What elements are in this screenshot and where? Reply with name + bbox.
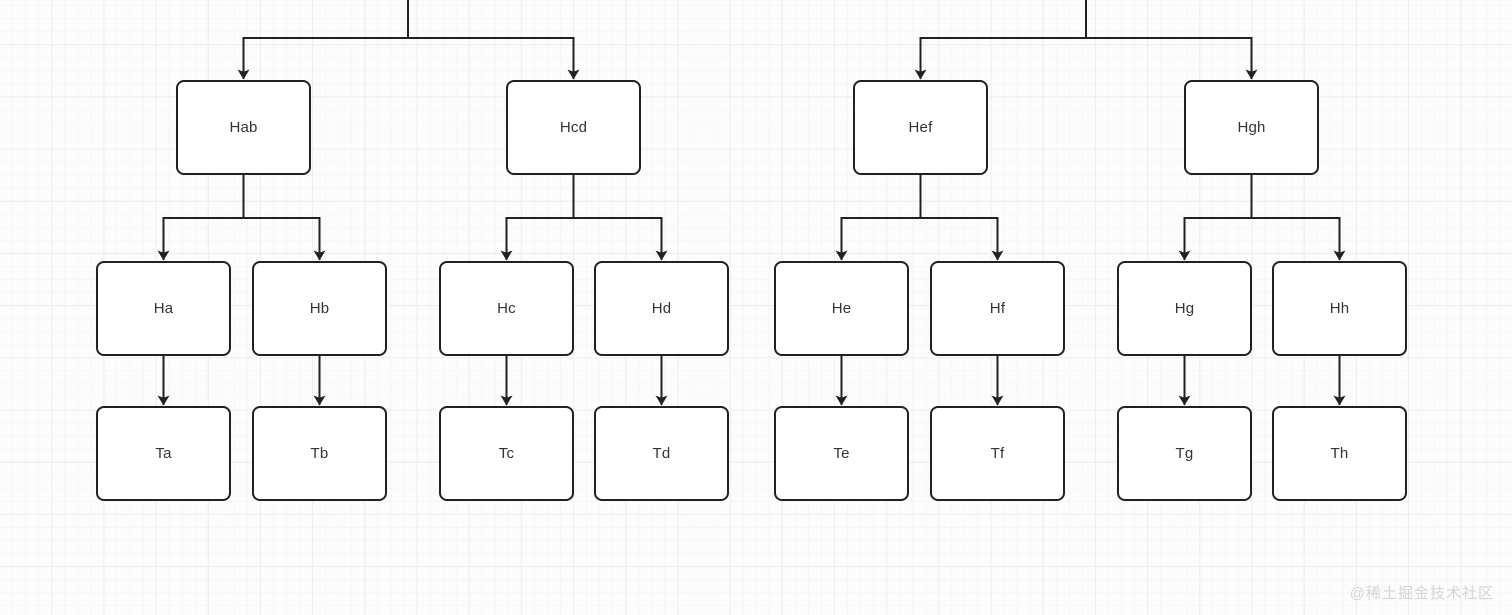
edge-hgh-to-hh: [1250, 175, 1346, 261]
edge-root-right-to-hgh: [1085, 0, 1258, 80]
node-label: Tb: [310, 445, 329, 462]
edge-hcd-to-hc: [500, 175, 575, 261]
node-label: Hcd: [559, 119, 588, 136]
node-label: Ha: [153, 300, 174, 317]
edge-root-left-to-hab: [237, 0, 409, 80]
node-he[interactable]: He: [774, 261, 909, 356]
edge-hef-to-he: [835, 175, 922, 261]
node-hc[interactable]: Hc: [439, 261, 574, 356]
node-ta[interactable]: Ta: [96, 406, 231, 501]
node-hef[interactable]: Hef: [853, 80, 988, 175]
node-td[interactable]: Td: [594, 406, 729, 501]
node-hgh[interactable]: Hgh: [1184, 80, 1319, 175]
node-hf[interactable]: Hf: [930, 261, 1065, 356]
watermark: @稀土掘金技术社区: [1349, 585, 1494, 602]
node-label: Th: [1330, 445, 1349, 462]
node-label: Hf: [989, 300, 1006, 317]
node-label: Te: [833, 445, 850, 462]
node-label: Hd: [651, 300, 672, 317]
node-label: He: [831, 300, 852, 317]
edge-root-left-to-hcd: [407, 0, 580, 80]
node-hab[interactable]: Hab: [176, 80, 311, 175]
node-hd[interactable]: Hd: [594, 261, 729, 356]
node-ha[interactable]: Ha: [96, 261, 231, 356]
edge-hab-to-ha: [157, 175, 245, 261]
node-label: Hh: [1329, 300, 1350, 317]
node-te[interactable]: Te: [774, 406, 909, 501]
node-label: Hgh: [1237, 119, 1266, 136]
node-hb[interactable]: Hb: [252, 261, 387, 356]
node-hh[interactable]: Hh: [1272, 261, 1407, 356]
edge-hef-to-hf: [919, 175, 1004, 261]
node-label: Hef: [908, 119, 933, 136]
node-tf[interactable]: Tf: [930, 406, 1065, 501]
node-tb[interactable]: Tb: [252, 406, 387, 501]
node-label: Hb: [309, 300, 330, 317]
node-th[interactable]: Th: [1272, 406, 1407, 501]
node-hg[interactable]: Hg: [1117, 261, 1252, 356]
node-label: Hg: [1174, 300, 1195, 317]
node-label: Ta: [155, 445, 172, 462]
node-label: Hab: [229, 119, 258, 136]
node-label: Hc: [497, 300, 516, 317]
node-hcd[interactable]: Hcd: [506, 80, 641, 175]
node-label: Td: [652, 445, 671, 462]
node-label: Tf: [990, 445, 1005, 462]
node-label: Tg: [1175, 445, 1194, 462]
edge-hgh-to-hg: [1178, 175, 1253, 261]
node-tg[interactable]: Tg: [1117, 406, 1252, 501]
edge-root-right-to-hef: [914, 0, 1087, 80]
edge-hab-to-hb: [242, 175, 326, 261]
node-tc[interactable]: Tc: [439, 406, 574, 501]
node-label: Tc: [498, 445, 515, 462]
edge-hcd-to-hd: [572, 175, 668, 261]
